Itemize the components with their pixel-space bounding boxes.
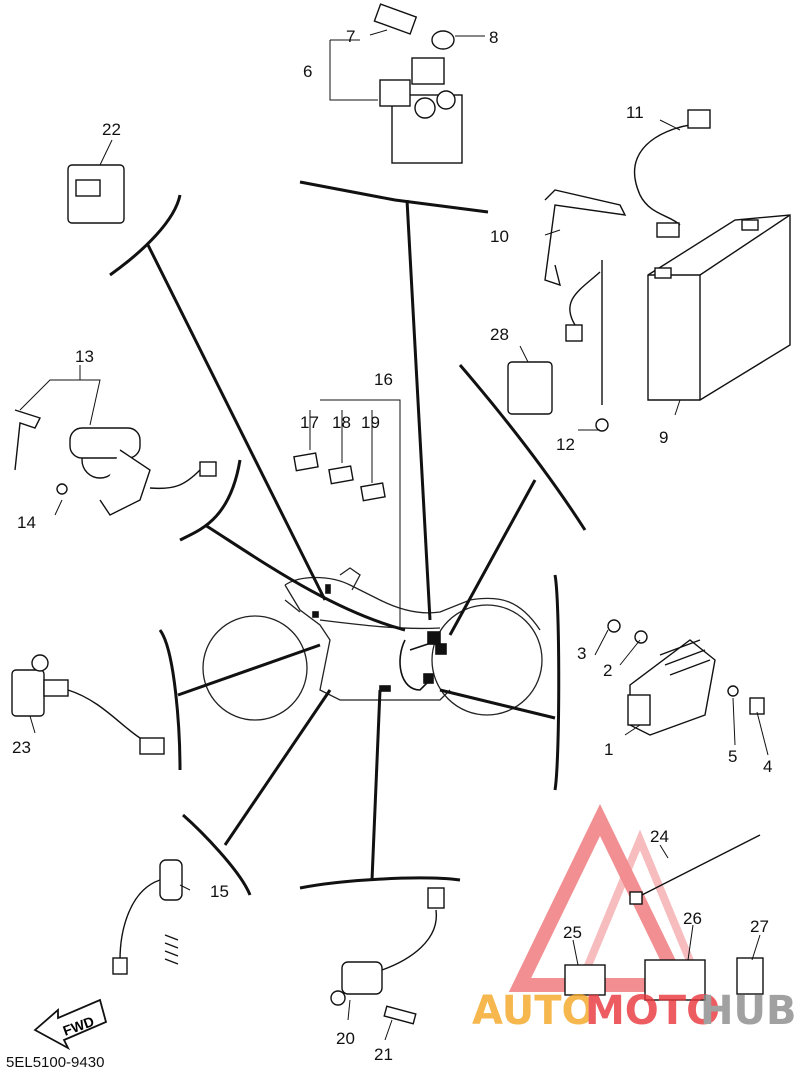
fwd-arrow-icon: FWD [33, 998, 108, 1051]
callout-17: 17 [300, 413, 319, 432]
center-harness [312, 584, 447, 692]
starter-relay-part [373, 3, 463, 164]
sensor-20-part [330, 887, 445, 1025]
callout-22: 22 [102, 120, 121, 139]
callout-20: 20 [336, 1029, 355, 1048]
callout-19: 19 [361, 413, 380, 432]
callout-1: 1 [604, 740, 613, 759]
clamps-part [564, 834, 764, 1001]
svg-text:AUTO: AUTO [472, 988, 596, 1034]
switch-15-part [112, 859, 183, 975]
main-switch-part [14, 409, 217, 516]
callout-3: 3 [577, 644, 586, 663]
callout-13: 13 [75, 347, 94, 366]
callout-10: 10 [490, 227, 509, 246]
callout-4: 4 [763, 757, 772, 776]
rectifier-part [607, 619, 765, 736]
callout-14: 14 [17, 513, 36, 532]
flasher-relay-part [67, 164, 125, 224]
callout-leaders [19, 29, 769, 1041]
callout-23: 23 [12, 738, 31, 757]
callout-15: 15 [210, 882, 229, 901]
watermark-text: AUTO MOTO HUB [472, 988, 796, 1034]
callout-26: 26 [683, 909, 702, 928]
fuses-part [293, 452, 386, 502]
callout-28: 28 [490, 325, 509, 344]
battery-part [544, 109, 791, 432]
relay-28-part [507, 361, 553, 415]
callout-9: 9 [659, 428, 668, 447]
callout-16: 16 [374, 370, 393, 389]
callout-11: 11 [626, 103, 644, 122]
part-code: 5EL5100-9430 [6, 1054, 105, 1071]
callout-24: 24 [650, 827, 669, 846]
callout-12: 12 [556, 435, 575, 454]
svg-text:HUB: HUB [700, 988, 796, 1034]
callout-18: 18 [332, 413, 351, 432]
callout-27: 27 [750, 917, 769, 936]
callout-8: 8 [489, 28, 498, 47]
callout-labels: 1 2 3 4 5 6 7 8 9 10 11 12 13 14 15 16 1… [12, 27, 772, 1064]
callout-25: 25 [563, 923, 582, 942]
callout-21: 21 [374, 1045, 393, 1064]
callout-2: 2 [603, 661, 612, 680]
motorcycle-outline [202, 567, 543, 721]
callout-7: 7 [346, 27, 355, 46]
callout-6: 6 [303, 62, 312, 81]
sensor-23-part [11, 654, 165, 755]
svg-text:MOTO: MOTO [585, 988, 720, 1034]
callout-5: 5 [728, 747, 737, 766]
harness-lines [109, 180, 587, 896]
